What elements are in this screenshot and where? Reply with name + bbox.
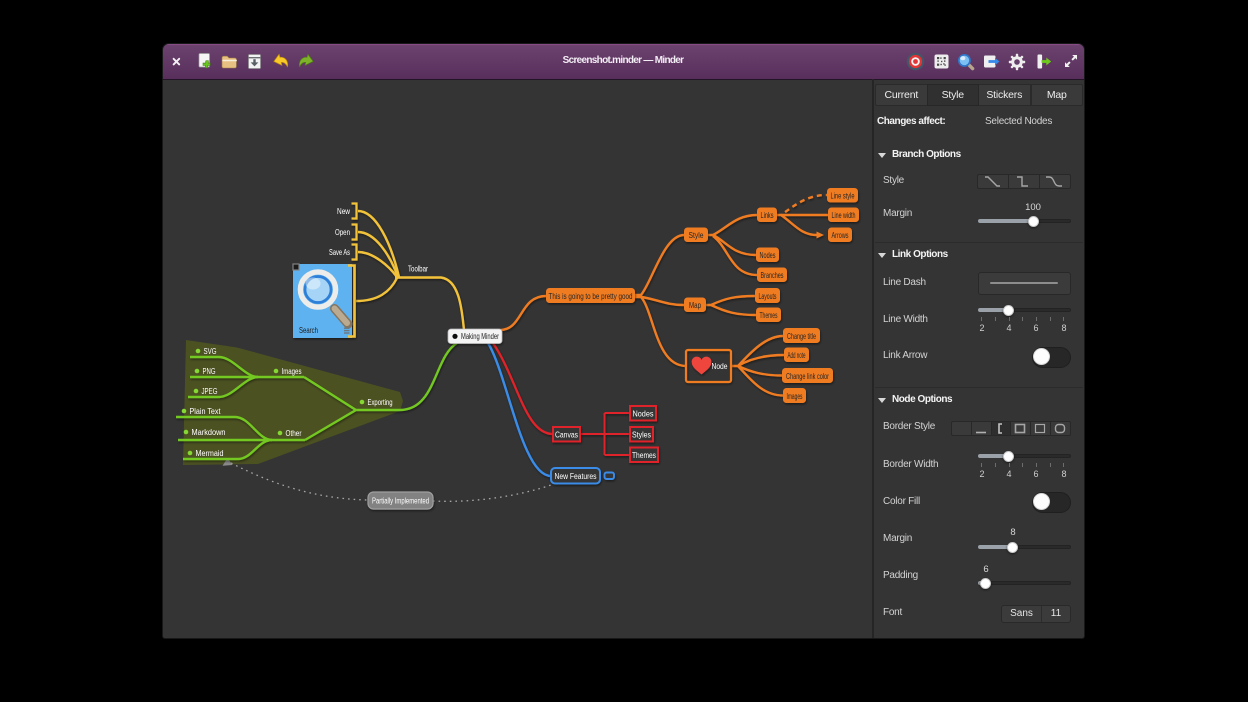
- svg-text:Node: Node: [712, 362, 728, 371]
- svg-text:Nodes: Nodes: [633, 409, 654, 418]
- svg-text:JPEG: JPEG: [202, 387, 218, 396]
- svg-text:Add note: Add note: [788, 351, 806, 360]
- svg-text:Canvas: Canvas: [555, 430, 578, 439]
- svg-text:Save As: Save As: [329, 248, 350, 257]
- svg-text:SVG: SVG: [204, 347, 217, 356]
- svg-text:Toolbar: Toolbar: [408, 265, 428, 274]
- svg-text:Open: Open: [335, 228, 350, 237]
- svg-text:Markdown: Markdown: [192, 428, 226, 437]
- svg-text:Arrows: Arrows: [832, 231, 849, 240]
- svg-text:Map: Map: [689, 301, 701, 310]
- svg-text:Line width: Line width: [832, 211, 856, 220]
- svg-text:Branches: Branches: [761, 271, 784, 280]
- svg-text:Search: Search: [299, 326, 318, 335]
- svg-text:Making Minder: Making Minder: [461, 332, 499, 341]
- svg-text:Nodes: Nodes: [760, 251, 776, 260]
- svg-text:Layouts: Layouts: [759, 292, 777, 301]
- svg-text:Themes: Themes: [760, 311, 778, 320]
- svg-text:Styles: Styles: [632, 430, 651, 439]
- svg-text:Plain Text: Plain Text: [190, 407, 222, 416]
- svg-text:New Features: New Features: [555, 472, 597, 481]
- svg-text:Mermaid: Mermaid: [196, 449, 224, 458]
- svg-text:Exporting: Exporting: [368, 398, 393, 407]
- svg-text:This is going to be pretty goo: This is going to be pretty good: [549, 292, 633, 301]
- svg-text:Line style: Line style: [831, 192, 855, 201]
- svg-text:PNG: PNG: [203, 367, 216, 376]
- svg-text:Change link color: Change link color: [786, 372, 829, 381]
- svg-text:Change title: Change title: [787, 332, 816, 341]
- svg-text:Partially Implemented: Partially Implemented: [372, 496, 429, 505]
- svg-text:New: New: [337, 207, 350, 216]
- svg-text:Images: Images: [282, 367, 302, 376]
- svg-text:Links: Links: [761, 211, 774, 220]
- svg-text:Other: Other: [286, 429, 302, 438]
- svg-text:Style: Style: [689, 231, 704, 240]
- svg-text:Themes: Themes: [632, 451, 656, 460]
- svg-text:Images: Images: [787, 392, 803, 401]
